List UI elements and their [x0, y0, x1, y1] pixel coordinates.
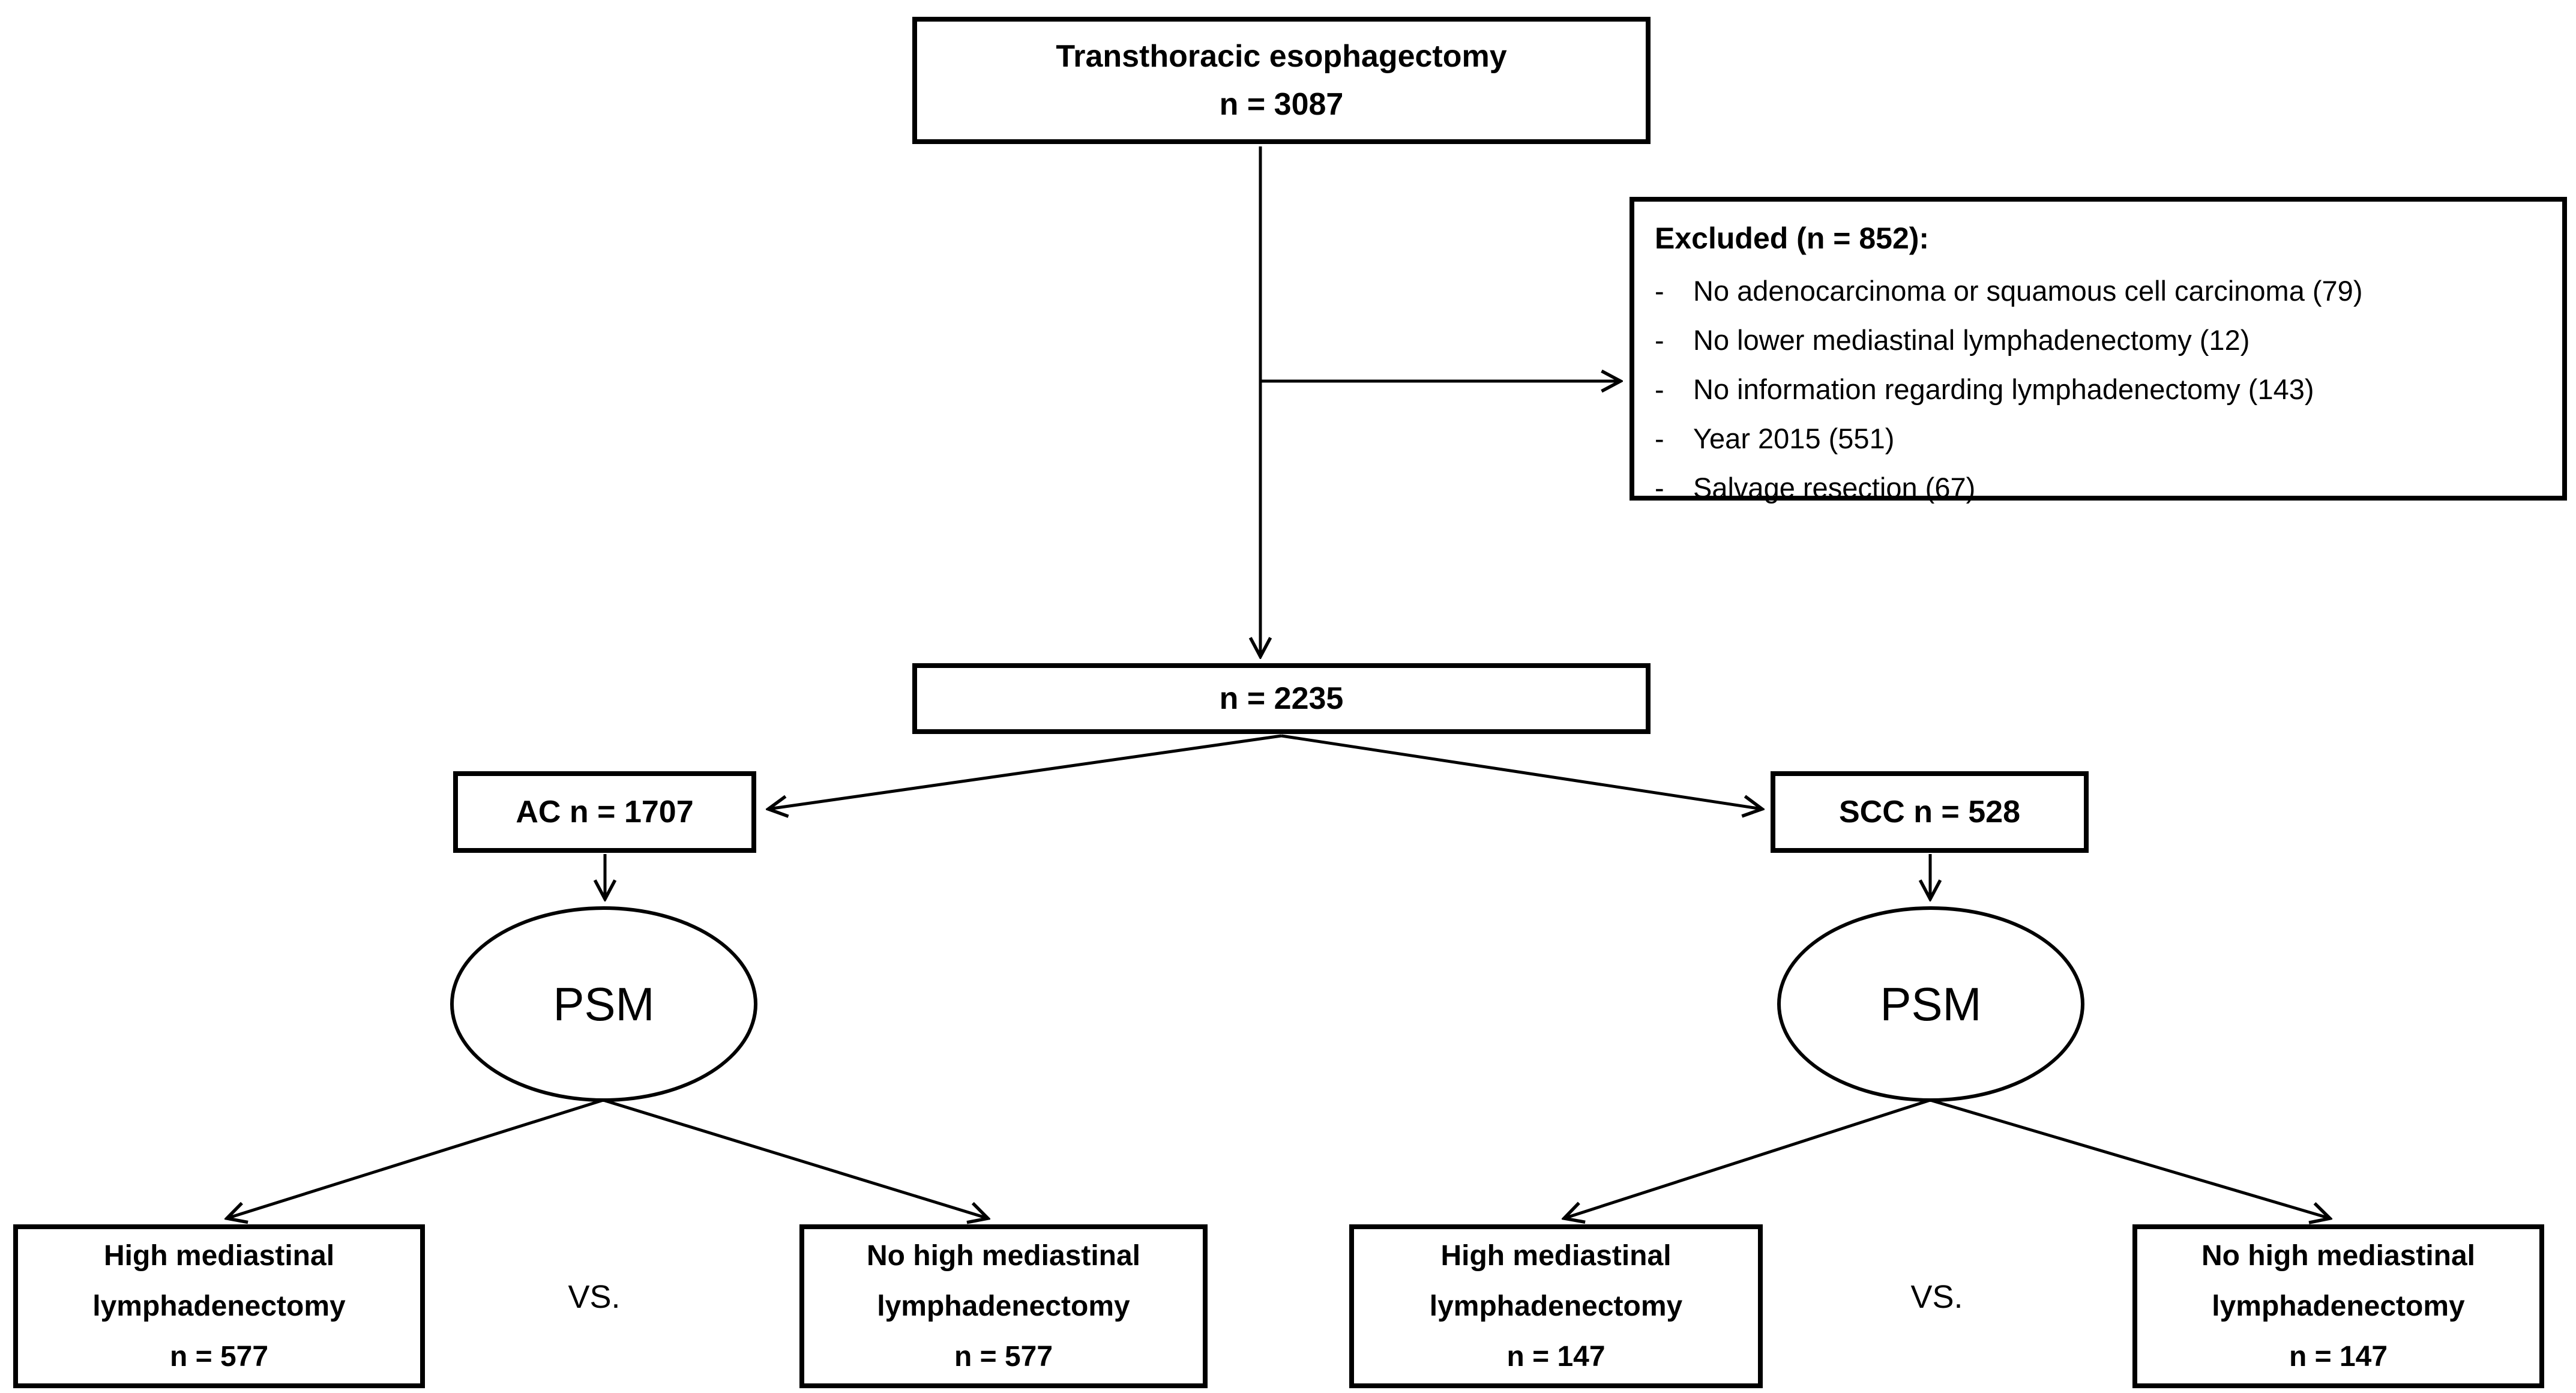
excluded-item-text: No adenocarcinoma or squamous cell carci… [1693, 275, 2363, 307]
outcome-count: n = 577 [169, 1340, 269, 1373]
vs-label-scc: VS. [1910, 1279, 1963, 1315]
excluded-item: - Year 2015 (551) [1655, 414, 1894, 463]
outcome-count: n = 147 [1506, 1340, 1605, 1373]
outcome-box-scc-high: High mediastinal lymphadenectomy n = 147 [1349, 1224, 1763, 1388]
excluded-item-text: Year 2015 (551) [1693, 423, 1895, 454]
bullet-dash: - [1655, 472, 1664, 504]
outcome-count: n = 577 [954, 1340, 1053, 1373]
included-cohort-count: n = 2235 [1219, 681, 1344, 716]
included-cohort-box: n = 2235 [912, 663, 1651, 734]
arrow-psm-to-outcome-3 [1564, 1098, 1931, 1218]
outcome-line: lymphadenectomy [877, 1290, 1130, 1322]
excluded-item-text: Salvage resection (67) [1693, 472, 1976, 504]
excluded-item: - No adenocarcinoma or squamous cell car… [1655, 266, 2362, 316]
psm-label: PSM [1880, 977, 1982, 1030]
arrow-included-to-scc [1281, 734, 1762, 809]
excluded-item: - No lower mediastinal lymphadenectomy (… [1655, 316, 2249, 365]
excluded-item-text: No information regarding lymphadenectomy… [1693, 373, 2314, 405]
outcome-count: n = 147 [2289, 1340, 2388, 1373]
bullet-dash: - [1655, 275, 1664, 307]
excluded-item: - No information regarding lymphadenecto… [1655, 365, 2314, 414]
excluded-title: Excluded (n = 852): [1655, 221, 1930, 255]
outcome-box-ac-no-high: No high mediastinal lymphadenectomy n = … [799, 1224, 1208, 1388]
outcome-line: No high mediastinal [866, 1239, 1141, 1272]
arrow-psm-to-outcome-1 [227, 1098, 604, 1218]
outcome-line: lymphadenectomy [92, 1290, 346, 1322]
psm-ellipse-ac: PSM [450, 906, 757, 1102]
bullet-dash: - [1655, 423, 1664, 454]
arrow-psm-to-outcome-2 [603, 1098, 988, 1218]
outcome-line: lymphadenectomy [1429, 1290, 1683, 1322]
vs-label-ac: VS. [568, 1279, 621, 1315]
outcome-line: lymphadenectomy [2212, 1290, 2465, 1322]
scc-group-label: SCC n = 528 [1838, 795, 2021, 829]
excluded-item-text: No lower mediastinal lymphadenectomy (12… [1693, 324, 2250, 356]
ac-group-label: AC n = 1707 [516, 795, 694, 829]
total-cohort-title: Transthoracic esophagectomy [1056, 39, 1507, 74]
outcome-box-ac-high: High mediastinal lymphadenectomy n = 577 [13, 1224, 425, 1388]
excluded-item: - Salvage resection (67) [1655, 463, 1975, 513]
psm-label: PSM [553, 977, 655, 1030]
bullet-dash: - [1655, 373, 1664, 405]
outcome-line: No high mediastinal [2201, 1239, 2476, 1272]
outcome-line: High mediastinal [1440, 1239, 1672, 1272]
scc-group-box: SCC n = 528 [1771, 771, 2089, 853]
outcome-box-scc-no-high: No high mediastinal lymphadenectomy n = … [2132, 1224, 2544, 1388]
arrow-included-to-ac [768, 734, 1282, 809]
total-cohort-box: Transthoracic esophagectomy n = 3087 [912, 17, 1651, 144]
total-cohort-count: n = 3087 [1219, 87, 1344, 122]
psm-ellipse-scc: PSM [1777, 906, 2084, 1102]
excluded-box: Excluded (n = 852): - No adenocarcinoma … [1630, 197, 2567, 504]
arrow-psm-to-outcome-4 [1930, 1098, 2330, 1218]
ac-group-box: AC n = 1707 [453, 771, 756, 853]
bullet-dash: - [1655, 324, 1664, 356]
outcome-line: High mediastinal [103, 1239, 335, 1272]
